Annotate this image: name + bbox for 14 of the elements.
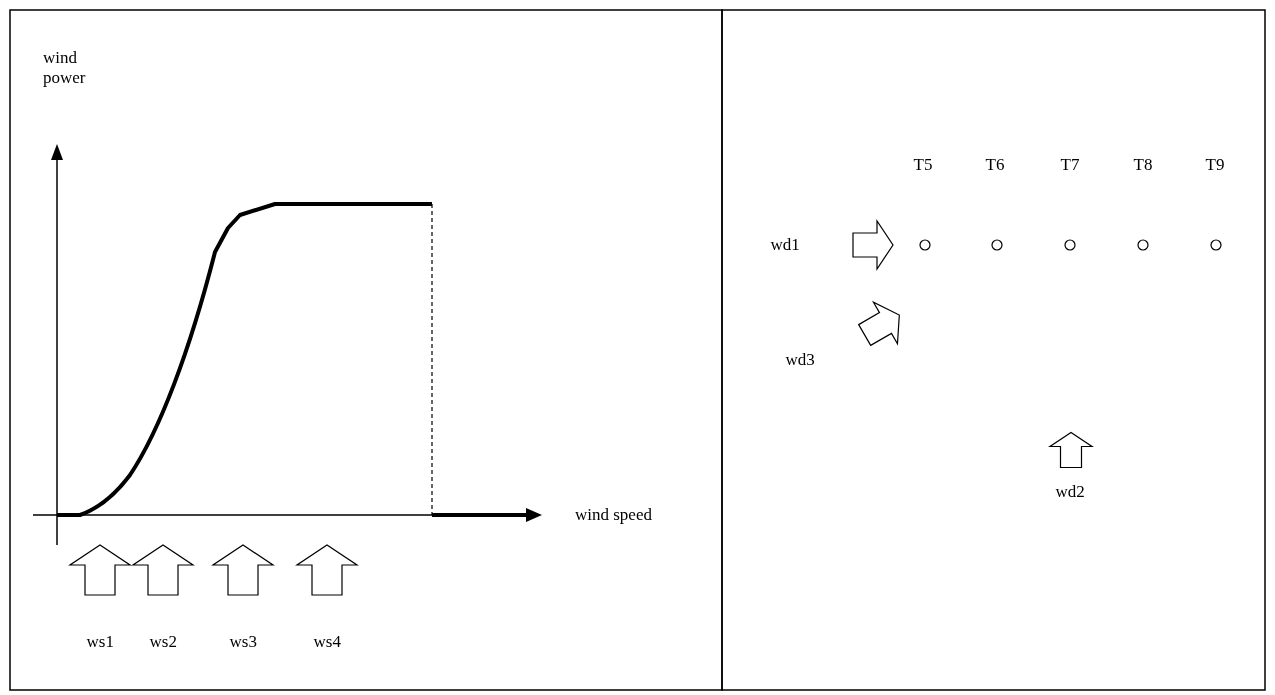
arrow-label: wd3 bbox=[785, 350, 815, 370]
arrow-label: ws4 bbox=[313, 632, 341, 652]
turbine-label: T6 bbox=[985, 155, 1005, 175]
arrow-label: wd2 bbox=[1055, 482, 1085, 502]
arrow-label: wd1 bbox=[770, 235, 800, 255]
turbine-label: T5 bbox=[913, 155, 933, 175]
axis-label: wind speed bbox=[575, 505, 652, 525]
arrow-label: ws1 bbox=[86, 632, 114, 652]
arrow-label: ws3 bbox=[229, 632, 257, 652]
axis-label: wind power bbox=[43, 48, 87, 88]
turbine-label: T8 bbox=[1133, 155, 1153, 175]
turbine-label: T7 bbox=[1060, 155, 1080, 175]
turbine-label: T9 bbox=[1205, 155, 1225, 175]
arrow-label: ws2 bbox=[149, 632, 177, 652]
